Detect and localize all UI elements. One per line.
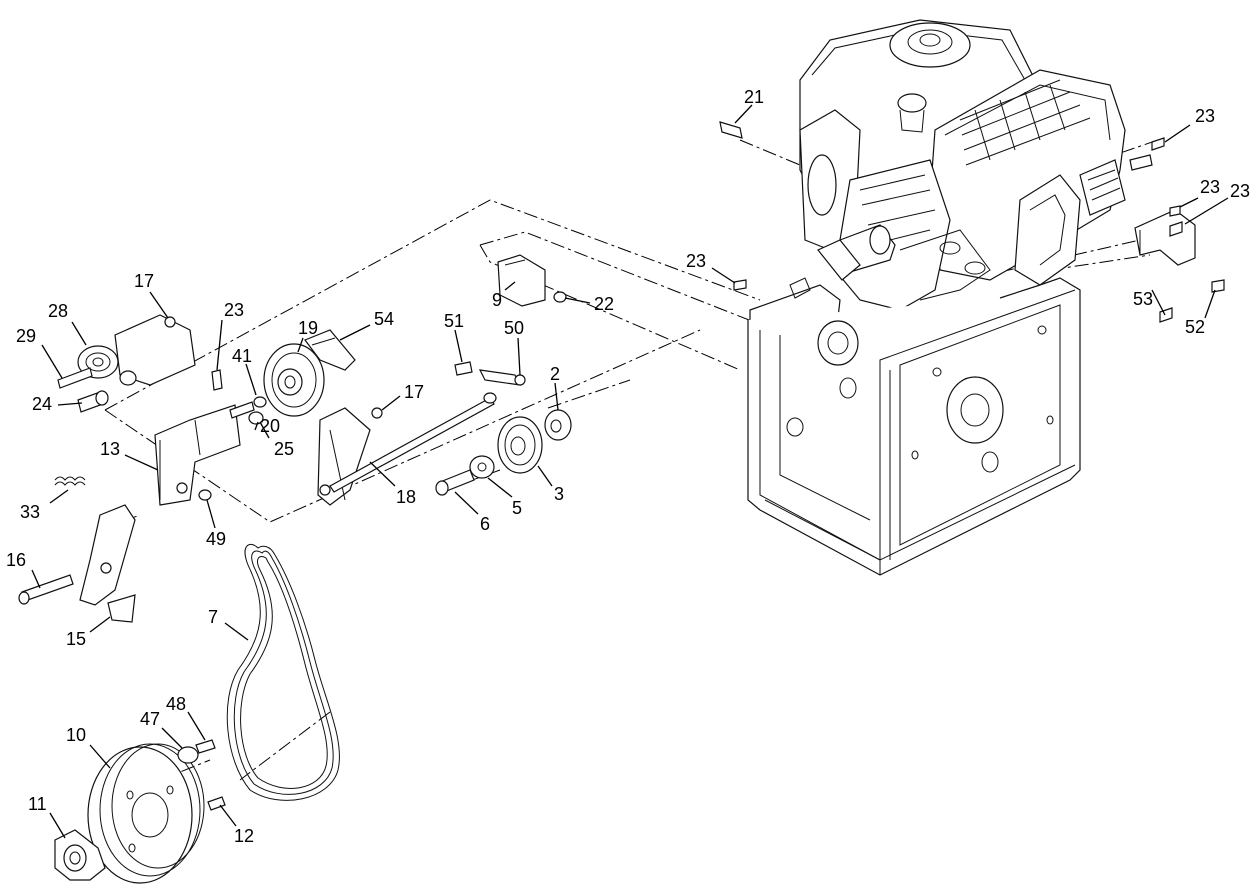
callout-25: 25: [274, 439, 294, 459]
callout-7: 7: [208, 607, 218, 627]
callout-29: 29: [16, 326, 36, 346]
callout-19: 19: [298, 318, 318, 338]
leader-lines: [31, 104, 1229, 839]
callout-23-top-right: 23: [1195, 106, 1215, 126]
callout-6: 6: [480, 514, 490, 534]
brake-arm: [317, 407, 383, 506]
callout-labels: 21 23 23 23 23 53 52 9 22 17 28 29 24 23…: [6, 87, 1250, 846]
callout-54: 54: [374, 309, 394, 329]
callout-23-bracket: 23: [224, 300, 244, 320]
engine: [799, 19, 1126, 311]
callout-16: 16: [6, 550, 26, 570]
callout-53: 53: [1133, 289, 1153, 309]
callout-18: 18: [396, 487, 416, 507]
callout-49: 49: [206, 529, 226, 549]
callout-52: 52: [1185, 317, 1205, 337]
callout-22: 22: [594, 294, 614, 314]
callout-10: 10: [66, 725, 86, 745]
callout-47: 47: [140, 709, 160, 729]
large-pulley-10: [54, 739, 226, 884]
right-side-fasteners: [719, 121, 1225, 323]
rod-18: [329, 361, 526, 493]
callout-33: 33: [20, 502, 40, 522]
callout-2: 2: [550, 364, 560, 384]
callout-48: 48: [166, 694, 186, 714]
callout-23-right-b: 23: [1230, 181, 1250, 201]
callout-13: 13: [100, 439, 120, 459]
drive-belt-7: [226, 543, 340, 801]
callout-3: 3: [554, 484, 564, 504]
callout-20: 20: [260, 416, 280, 436]
callout-11: 11: [28, 794, 47, 814]
callout-17-top: 17: [134, 271, 154, 291]
callout-50: 50: [504, 318, 524, 338]
air-filter-grille: [959, 79, 1091, 166]
callout-28: 28: [48, 301, 68, 321]
idler-pulley-19: [263, 329, 356, 417]
bracket-9: [497, 254, 567, 307]
frame-housing: [747, 277, 1081, 576]
idler-arm-assembly: [57, 314, 196, 413]
callout-23-frame: 23: [686, 251, 706, 271]
callout-21: 21: [744, 87, 764, 107]
callout-23-right-a: 23: [1200, 177, 1220, 197]
callout-41: 41: [232, 346, 252, 366]
callout-5: 5: [512, 498, 522, 518]
callout-15: 15: [66, 629, 86, 649]
callout-9: 9: [492, 290, 502, 310]
brake-lever: [18, 476, 136, 623]
drive-pulley-3: [435, 409, 572, 496]
callout-12: 12: [234, 826, 254, 846]
bracket-13: [154, 369, 267, 506]
callout-24: 24: [32, 394, 52, 414]
callout-17-mid: 17: [404, 382, 424, 402]
callout-51: 51: [444, 311, 464, 331]
